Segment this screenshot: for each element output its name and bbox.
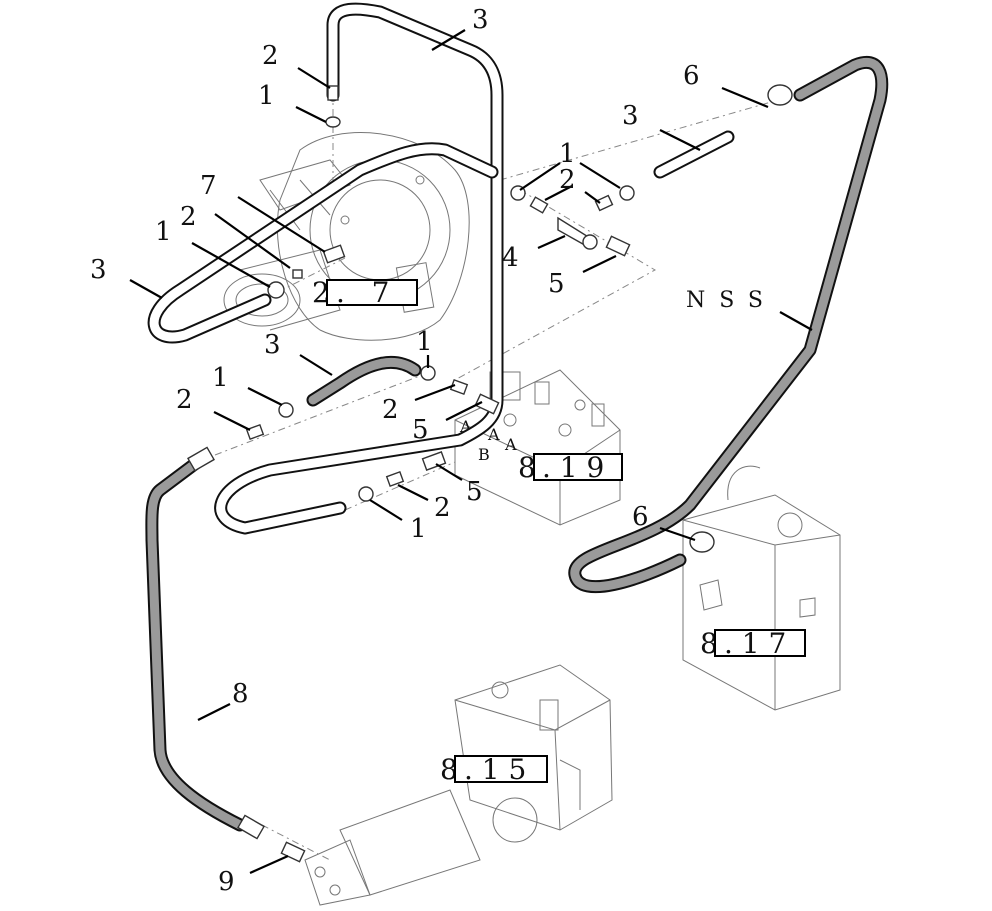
callout-8: 8 xyxy=(232,679,249,709)
adapter-bottom xyxy=(385,471,405,487)
callout-3-lower: 3 xyxy=(264,330,281,360)
callout-3-top: 3 xyxy=(472,5,489,35)
nss-hose-label: NSS xyxy=(686,288,777,313)
priority-valve-block xyxy=(682,465,841,711)
connector-5-low xyxy=(421,451,447,471)
connector-5-mid xyxy=(474,393,500,415)
reference-prefix: 8 xyxy=(700,627,718,660)
adapter-lower-left xyxy=(245,424,265,440)
callout-5-top: 5 xyxy=(548,269,565,299)
callout-1-top: 1 xyxy=(258,81,275,111)
reference-2-7[interactable]: 2 . 7 xyxy=(312,276,418,309)
callout-2-mid: 2 xyxy=(559,165,576,195)
reference-prefix: 8 xyxy=(440,753,458,786)
reference-8-17[interactable]: 8 . 1 7 xyxy=(700,627,806,660)
callout-1-left: 1 xyxy=(155,217,172,247)
callout-7: 7 xyxy=(200,171,217,201)
seal-washer-mid xyxy=(420,365,436,381)
callouts: 3 2 1 6 3 1 2 7 2 1 3 4 5 3 1 1 2 2 5 5 … xyxy=(90,5,777,897)
callout-2-top: 2 xyxy=(262,41,279,71)
adapter-left xyxy=(529,196,549,214)
connector-7 xyxy=(322,244,346,264)
reference-body: . 1 7 xyxy=(724,627,786,660)
valve-port-a2: A xyxy=(487,425,500,444)
adapter-left-2 xyxy=(292,269,303,279)
adapter-right xyxy=(594,194,614,212)
callout-1-mid: 1 xyxy=(559,139,576,169)
callout-9: 9 xyxy=(218,867,235,897)
reference-prefix: 2 xyxy=(312,276,330,309)
hose-lines xyxy=(145,2,889,832)
callout-5-mid: 5 xyxy=(412,415,429,445)
fittings xyxy=(187,84,793,863)
hose-8-nut-top xyxy=(187,446,215,472)
callout-3-far-left: 3 xyxy=(90,255,107,285)
seal-washer-left-1 xyxy=(267,281,285,299)
valve-port-b: B xyxy=(478,445,490,464)
reference-prefix: 8 xyxy=(518,451,536,484)
callout-2-bottom: 2 xyxy=(434,493,451,523)
leader-lines xyxy=(129,29,813,875)
reference-body: . 1 5 xyxy=(464,753,526,786)
callout-1-lower-mid: 1 xyxy=(416,327,433,357)
callout-3-right: 3 xyxy=(622,101,639,131)
reference-body: . 7 xyxy=(336,276,389,309)
adapter-top xyxy=(327,85,339,101)
seal-washer-top xyxy=(325,116,341,128)
connector-9 xyxy=(280,841,306,863)
connector-5-top xyxy=(605,235,631,257)
valve-port-a3: A xyxy=(504,435,517,454)
callout-6-top: 6 xyxy=(683,61,700,91)
callout-6-low: 6 xyxy=(632,502,649,532)
callout-2-left: 2 xyxy=(180,202,197,232)
alignment-lines xyxy=(214,92,786,861)
reference-body: . 1 9 xyxy=(542,451,604,484)
hose-8-nut-bottom xyxy=(237,814,265,840)
reference-8-19[interactable]: 8 . 1 9 xyxy=(518,451,623,484)
seal-washer-right xyxy=(619,185,635,201)
hydraulic-pump xyxy=(304,664,613,906)
callout-1-bottom: 1 xyxy=(410,514,427,544)
callout-2-lower-left: 2 xyxy=(176,385,193,415)
callout-4: 4 xyxy=(502,243,519,273)
callout-1-lower-left: 1 xyxy=(212,363,229,393)
seal-washer-lower-left xyxy=(278,402,294,418)
callout-5-low: 5 xyxy=(466,477,483,507)
adapter-mid xyxy=(449,379,469,395)
reference-8-15[interactable]: 8 . 1 5 xyxy=(440,753,548,786)
hose-clamp-low xyxy=(689,531,715,553)
callout-2-lower-mid: 2 xyxy=(382,395,399,425)
seal-washer-bottom xyxy=(358,486,374,502)
hose-clamp-top xyxy=(767,84,793,106)
